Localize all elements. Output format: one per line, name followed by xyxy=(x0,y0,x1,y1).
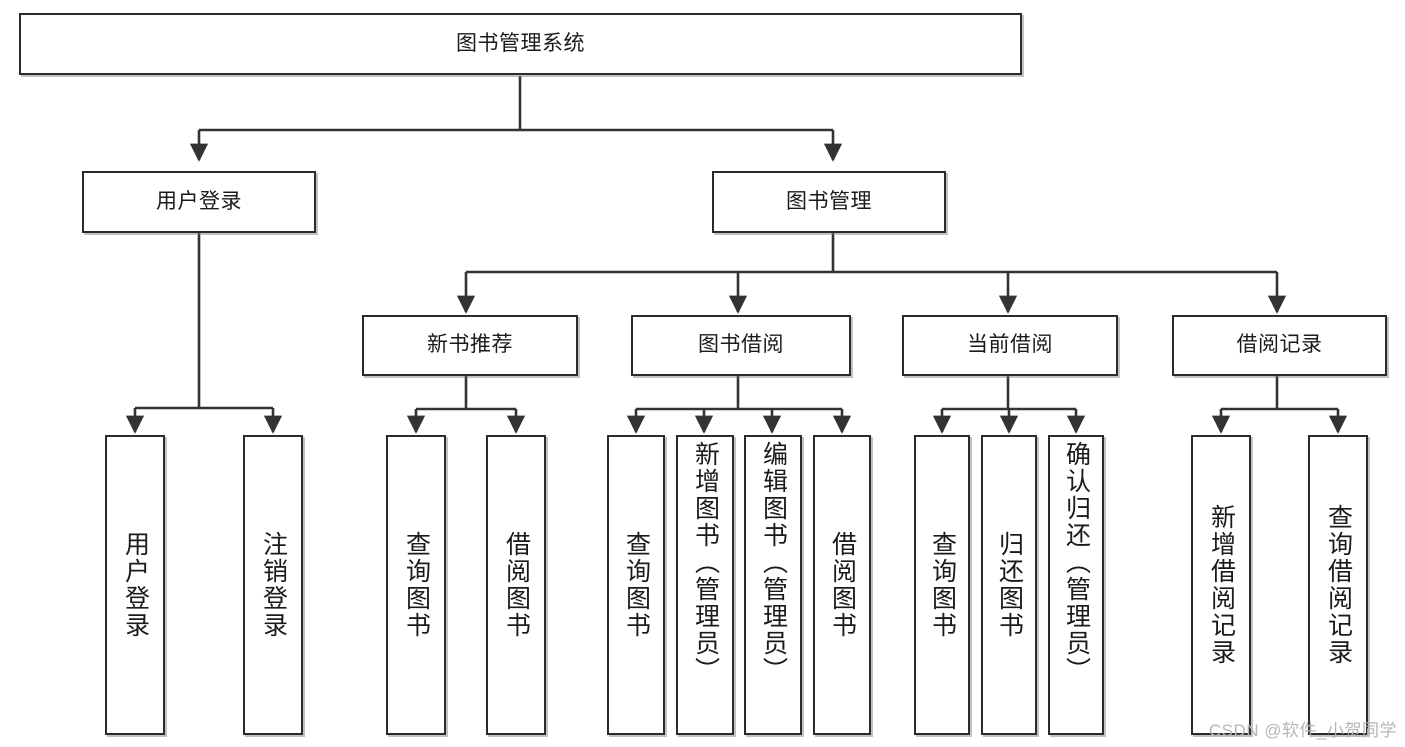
leaf-book-borrow-borrow-book[interactable]: 借阅图书 xyxy=(813,435,871,735)
node-book-management[interactable]: 图书管理 xyxy=(712,171,946,233)
node-label: 新增图书（管理员） xyxy=(691,441,720,684)
node-label: 借阅图书 xyxy=(502,531,531,639)
leaf-book-borrow-add-book-admin[interactable]: 新增图书（管理员） xyxy=(676,435,734,735)
node-label: 图书借阅 xyxy=(698,333,784,357)
node-user-login[interactable]: 用户登录 xyxy=(82,171,316,233)
node-label: 归还图书 xyxy=(995,531,1024,639)
leaf-book-borrow-query-book[interactable]: 查询图书 xyxy=(607,435,665,735)
node-label: 新增借阅记录 xyxy=(1207,504,1236,666)
node-book-borrow[interactable]: 图书借阅 xyxy=(631,315,851,376)
node-borrow-record[interactable]: 借阅记录 xyxy=(1172,315,1387,376)
node-current-borrow[interactable]: 当前借阅 xyxy=(902,315,1118,376)
node-label: 查询借阅记录 xyxy=(1324,504,1353,666)
node-label: 确认归还（管理员） xyxy=(1062,441,1091,684)
leaf-user-login-login[interactable]: 用户登录 xyxy=(105,435,165,735)
node-label: 借阅图书 xyxy=(828,531,857,639)
leaf-borrow-record-add-record[interactable]: 新增借阅记录 xyxy=(1191,435,1251,735)
node-label: 当前借阅 xyxy=(967,333,1053,357)
leaf-current-borrow-confirm-return-admin[interactable]: 确认归还（管理员） xyxy=(1048,435,1104,735)
node-label: 注销登录 xyxy=(259,531,288,639)
node-label: 查询图书 xyxy=(622,531,651,639)
node-label: 查询图书 xyxy=(928,531,957,639)
leaf-book-borrow-edit-book-admin[interactable]: 编辑图书（管理员） xyxy=(744,435,802,735)
node-label: 图书管理系统 xyxy=(456,31,585,55)
csdn-watermark: CSDN @软件_小贺同学 xyxy=(1208,721,1397,740)
node-label: 编辑图书（管理员） xyxy=(759,441,788,684)
node-new-book-recommend[interactable]: 新书推荐 xyxy=(362,315,578,376)
node-label: 借阅记录 xyxy=(1236,333,1323,357)
node-label: 新书推荐 xyxy=(427,333,513,357)
node-label: 用户登录 xyxy=(121,531,150,639)
leaf-new-book-query-book[interactable]: 查询图书 xyxy=(386,435,446,735)
node-label: 查询图书 xyxy=(402,531,431,639)
leaf-current-borrow-return-book[interactable]: 归还图书 xyxy=(981,435,1037,735)
leaf-current-borrow-query-book[interactable]: 查询图书 xyxy=(914,435,970,735)
leaf-new-book-borrow-book[interactable]: 借阅图书 xyxy=(486,435,546,735)
node-label: 图书管理 xyxy=(786,189,872,213)
leaf-user-login-logout[interactable]: 注销登录 xyxy=(243,435,303,735)
node-label: 用户登录 xyxy=(156,189,242,213)
node-root-book-management-system[interactable]: 图书管理系统 xyxy=(19,13,1022,75)
leaf-borrow-record-query-record[interactable]: 查询借阅记录 xyxy=(1308,435,1368,735)
